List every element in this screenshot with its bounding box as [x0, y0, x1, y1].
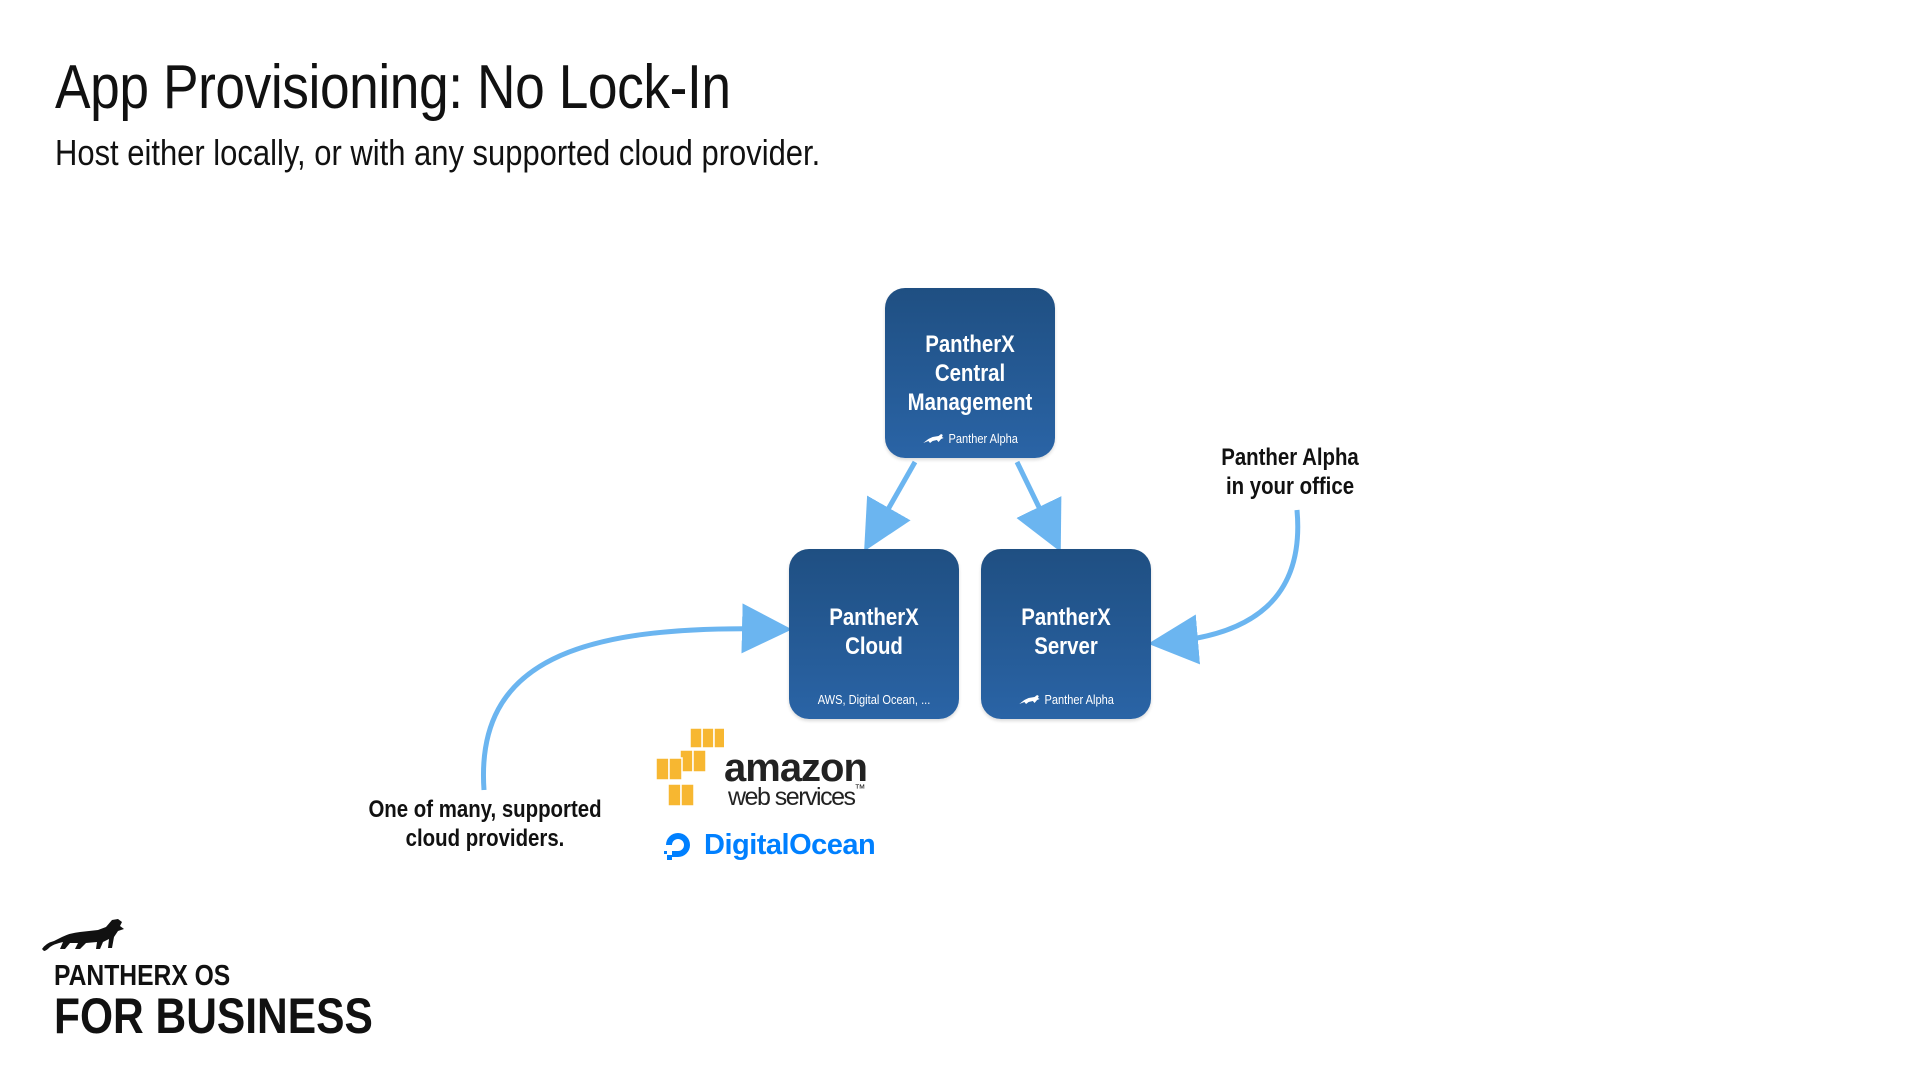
arrow-central-to-cloud — [864, 460, 918, 552]
annotation-office: Panther Alpha in your office — [1221, 444, 1359, 500]
digitalocean-wordmark: DigitalOcean — [704, 828, 876, 861]
node-title: PantherX Central Management — [907, 331, 1033, 416]
arrow-central-to-server — [1014, 460, 1062, 552]
node-footer: Panther Alpha — [898, 431, 1043, 446]
central-management-node: PantherX Central Management Panther Alph… — [885, 288, 1055, 458]
node-footer: Panther Alpha — [994, 692, 1139, 707]
node-title: PantherX Cloud — [829, 604, 919, 660]
arrow-office-to-server — [1148, 509, 1301, 665]
digitalocean-logo: DigitalOcean — [660, 827, 876, 863]
brand-line2: FOR BUSINESS — [54, 988, 373, 1044]
annotation-providers: One of many, supported cloud providers. — [368, 796, 602, 852]
panther-logo-icon — [42, 919, 124, 951]
aws-cubes-icon — [655, 727, 724, 807]
panther-icon — [922, 433, 944, 443]
page-subtitle: Host either locally, or with any support… — [55, 132, 821, 173]
aws-wordmark-line1: amazon — [724, 746, 868, 790]
node-footer: AWS, Digital Ocean, ... — [802, 692, 947, 707]
server-node: PantherX Server Panther Alpha — [981, 549, 1151, 719]
node-footer-label: AWS, Digital Ocean, ... — [817, 692, 931, 707]
cloud-node: PantherX Cloud AWS, Digital Ocean, ... — [789, 549, 959, 719]
node-footer-label: Panther Alpha — [1044, 692, 1114, 707]
arrow-providers-to-cloud — [480, 603, 792, 791]
brand-logo: PANTHERX OS FOR BUSINESS — [40, 915, 373, 1044]
aws-wordmark-line2: web services™ — [728, 783, 865, 811]
digitalocean-icon — [664, 833, 690, 860]
brand-line1: PANTHERX OS — [54, 960, 231, 992]
node-footer-label: Panther Alpha — [948, 431, 1018, 446]
page-title: App Provisioning: No Lock-In — [55, 53, 731, 122]
node-title: PantherX Server — [1021, 604, 1111, 660]
panther-icon — [1018, 694, 1040, 704]
